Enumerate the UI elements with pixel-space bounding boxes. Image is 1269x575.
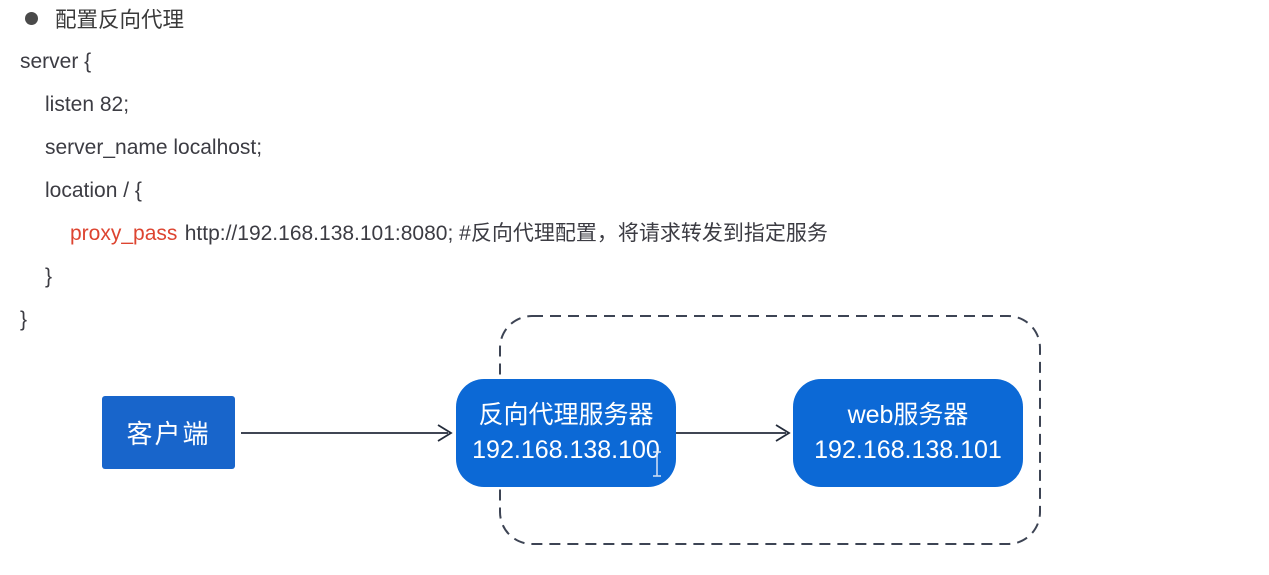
section-heading: 配置反向代理 (55, 8, 185, 32)
code-line-location-open: location / { (45, 179, 142, 202)
web-server-box-title: web服务器 (847, 401, 969, 429)
code-line-server-open: server { (20, 50, 92, 73)
client-box: 客户端 (102, 396, 235, 469)
code-line-server-name: server_name localhost; (45, 136, 263, 159)
web-server-box: web服务器 192.168.138.101 (793, 379, 1023, 487)
reverse-proxy-box-ip: 192.168.138.100 (472, 436, 660, 464)
client-box-label: 客户端 (126, 419, 211, 449)
code-line-location-close: } (45, 265, 53, 288)
client-to-proxy-arrowhead-icon (437, 424, 453, 442)
proxy-zone-dashed-border (499, 315, 1041, 545)
code-line-proxy-pass: proxy_pass http://192.168.138.101:8080; #… (0, 212, 828, 255)
proxy-pass-value: http://192.168.138.101:8080; #反向代理配置，将请求… (184, 222, 828, 245)
reverse-proxy-box: 反向代理服务器 192.168.138.100 (456, 379, 676, 487)
code-line-server-close: } (20, 308, 28, 331)
text-cursor-icon (653, 451, 661, 477)
web-server-box-ip: 192.168.138.101 (814, 436, 1002, 464)
proxy-to-web-arrowhead-icon (775, 424, 791, 442)
reverse-proxy-box-title: 反向代理服务器 (478, 401, 654, 429)
code-line-listen: listen 82; (45, 93, 130, 116)
section-heading-row: 配置反向代理 (0, 0, 828, 40)
proxy-pass-keyword: proxy_pass (70, 222, 178, 245)
bullet-icon (25, 12, 38, 25)
config-section: 配置反向代理 server { listen 82; server_name l… (0, 0, 828, 341)
